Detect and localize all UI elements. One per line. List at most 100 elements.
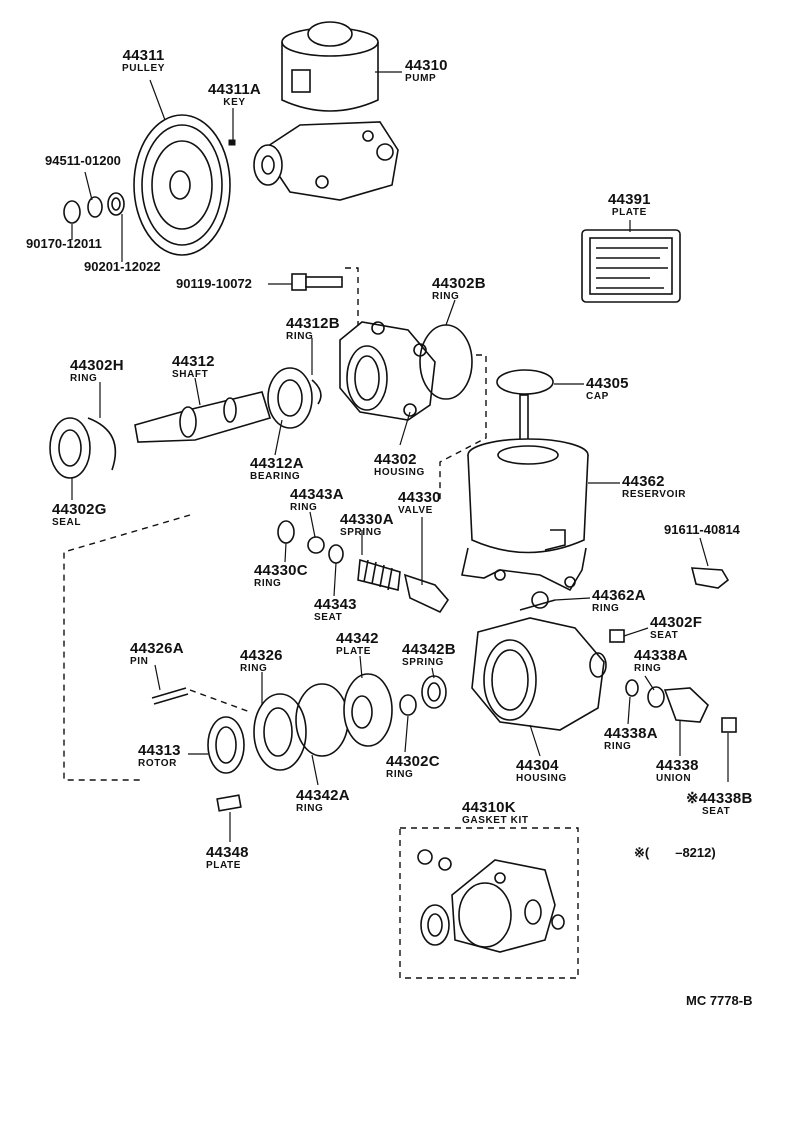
label-44342a: 44342A RING xyxy=(296,788,350,814)
part-name: RING xyxy=(290,502,318,513)
label-44348: 44348 PLATE xyxy=(206,845,249,871)
part-name: SHAFT xyxy=(172,369,209,380)
part-number: 90170-12011 xyxy=(26,236,102,251)
part-name: RING xyxy=(240,663,268,674)
reservoir-drawing xyxy=(461,369,589,592)
part-number: 44302H xyxy=(70,357,124,374)
pump-drawing xyxy=(253,21,399,201)
label-44302b: 44302B RING xyxy=(432,276,486,302)
label-44338a-top: 44338A RING xyxy=(634,648,688,674)
part-number: 44311 xyxy=(122,47,165,64)
part-number: 44302F xyxy=(650,614,703,631)
label-44302c: 44302C RING xyxy=(386,754,440,780)
label-44310k: 44310K GASKET KIT xyxy=(462,800,529,826)
part-name: PLATE xyxy=(611,207,647,218)
label-44391: 44391 PLATE xyxy=(608,192,651,218)
label-44330c: 44330C RING xyxy=(254,563,308,589)
label-90201: 90201-12022 xyxy=(84,260,161,273)
part-name: GASKET KIT xyxy=(462,815,529,826)
part-number: 44330A xyxy=(340,511,394,528)
date-range-note: ※( –8212) xyxy=(634,845,716,860)
label-44362: 44362 RESERVOIR xyxy=(622,474,686,500)
part-number: 44338A xyxy=(634,647,688,664)
part-name: CAP xyxy=(586,391,609,402)
rotor-ring-plate-drawing xyxy=(151,673,447,812)
part-number: 44305 xyxy=(586,375,629,392)
label-44343: 44343 SEAT xyxy=(314,597,357,623)
part-name: RESERVOIR xyxy=(622,489,687,500)
part-number: 44348 xyxy=(206,844,249,861)
label-44342: 44342 PLATE xyxy=(336,631,379,657)
valve-drawing xyxy=(277,520,450,614)
label-44302: 44302 HOUSING xyxy=(374,452,425,478)
label-44305: 44305 CAP xyxy=(586,376,629,402)
part-name: RING xyxy=(592,603,620,614)
leader-lines xyxy=(71,71,729,842)
alignment-guide xyxy=(63,514,191,781)
part-number: 90201-12022 xyxy=(84,259,161,274)
part-name: SEAL xyxy=(52,517,82,528)
part-name: PLATE xyxy=(206,860,242,871)
part-name: VALVE xyxy=(398,505,433,516)
part-name: RING xyxy=(70,373,98,384)
part-name: PULLEY xyxy=(122,63,166,74)
part-number: 44343A xyxy=(290,486,344,503)
part-number: 44302C xyxy=(386,753,440,770)
part-number: 90119-10072 xyxy=(176,276,252,291)
part-number: 44302G xyxy=(52,501,107,518)
nut-washers-drawing xyxy=(63,192,125,224)
label-44338b: ※44338B SEAT xyxy=(686,791,753,817)
label-44312a: 44312A BEARING xyxy=(250,456,304,482)
gasket-kit-drawing xyxy=(399,827,579,979)
part-name: HOUSING xyxy=(374,467,425,478)
part-name: PIN xyxy=(130,656,149,667)
part-name: SEAT xyxy=(702,806,731,817)
label-44326a: 44326A PIN xyxy=(130,641,184,667)
part-name: PLATE xyxy=(336,646,372,657)
label-44302g: 44302G SEAL xyxy=(52,502,107,528)
part-number: 44343 xyxy=(314,596,357,613)
part-number: 91611-40814 xyxy=(664,522,740,537)
part-number: 44311A xyxy=(208,81,261,98)
label-44312b: 44312B RING xyxy=(286,316,340,342)
part-number: 44326A xyxy=(130,640,184,657)
label-91611: 91611-40814 xyxy=(664,523,740,536)
part-name: UNION xyxy=(656,773,692,784)
part-name: RING xyxy=(432,291,460,302)
part-number: 44326 xyxy=(240,647,283,664)
part-number: 44312A xyxy=(250,455,304,472)
front-housing-drawing xyxy=(339,321,487,500)
part-number: 44302B xyxy=(432,275,486,292)
label-44330: 44330 VALVE xyxy=(398,490,441,516)
part-name: PUMP xyxy=(405,73,437,84)
label-44342b: 44342B SPRING xyxy=(402,642,456,668)
label-44313: 44313 ROTOR xyxy=(138,743,181,769)
label-44311: 44311 PULLEY xyxy=(122,48,165,74)
label-44338: 44338 UNION xyxy=(656,758,699,784)
part-number: 44338A xyxy=(604,725,658,742)
part-name: RING xyxy=(296,803,324,814)
part-name: ROTOR xyxy=(138,758,177,769)
part-name: SPRING xyxy=(340,527,382,538)
label-44326: 44326 RING xyxy=(240,648,283,674)
part-name: RING xyxy=(254,578,282,589)
label-90170: 90170-12011 xyxy=(26,237,102,250)
label-44330a: 44330A SPRING xyxy=(340,512,394,538)
label-44302f: 44302F SEAT xyxy=(650,615,702,641)
part-number: 44330 xyxy=(398,489,441,506)
label-44362a: 44362A RING xyxy=(592,588,646,614)
part-number: 44330C xyxy=(254,562,308,579)
part-name: RING xyxy=(604,741,632,752)
pulley-drawing xyxy=(133,114,236,256)
part-number: 44302 xyxy=(374,451,417,468)
part-name: RING xyxy=(634,663,662,674)
label-44338a-bottom: 44338A RING xyxy=(604,726,658,752)
part-number: 44312 xyxy=(172,353,215,370)
rear-housing-drawing xyxy=(471,591,607,731)
plate-44391-drawing xyxy=(581,229,681,303)
part-number: 94511-01200 xyxy=(45,153,121,168)
label-90119: 90119-10072 xyxy=(176,277,252,290)
part-number: 44342B xyxy=(402,641,456,658)
label-44302h: 44302H RING xyxy=(70,358,124,384)
